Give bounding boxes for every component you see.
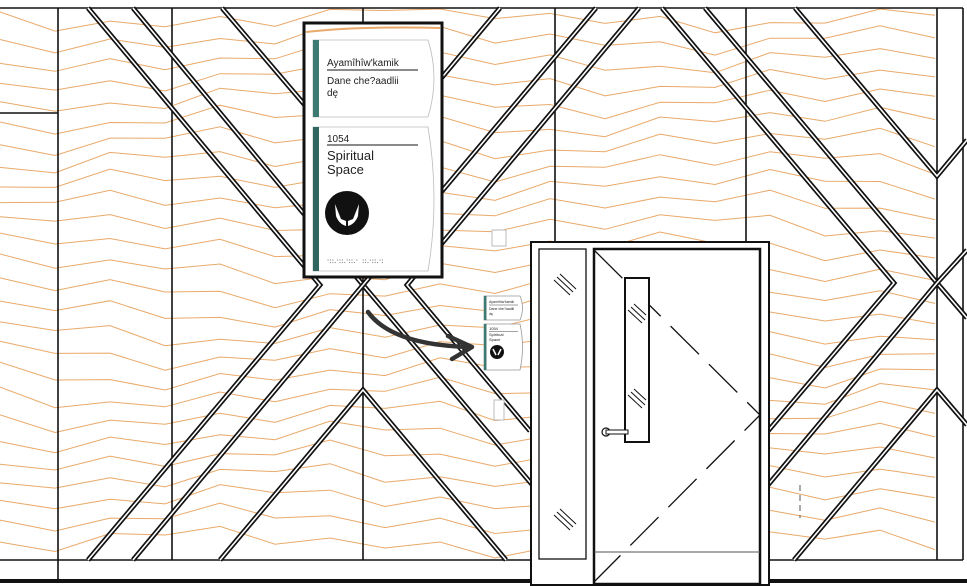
braille-dot <box>337 259 339 261</box>
braille-dot <box>381 259 383 261</box>
small-sign-line1: Ayamîhîw'kamik <box>489 300 514 304</box>
braille-dot <box>374 261 376 264</box>
braille-dot <box>365 261 367 264</box>
diagonal-reveals <box>86 6 967 562</box>
braille-dot <box>344 261 346 264</box>
wood-grain-line <box>0 40 936 74</box>
small-sign-line2b: dę <box>489 312 493 316</box>
braille-dot <box>349 259 351 261</box>
braille-dot <box>353 261 355 264</box>
braille-dot <box>349 261 351 264</box>
small-sign-room-number: 1054 <box>489 326 499 331</box>
wood-grain-pattern <box>0 8 936 559</box>
light-switch <box>491 229 507 247</box>
braille-dot <box>346 259 348 261</box>
diagonal-reveal-line <box>405 7 640 432</box>
wood-grain-line <box>0 214 936 246</box>
wood-grain-line <box>0 276 936 309</box>
braille-dot <box>374 259 376 261</box>
wood-grain-line <box>0 294 936 328</box>
door-handle <box>601 427 629 437</box>
small-sign-line2a: Dane che?aadlii <box>489 307 514 311</box>
braille-dot <box>362 259 364 261</box>
diagonal-reveal-line <box>792 386 967 562</box>
braille-dot <box>356 259 358 261</box>
braille-dot <box>372 261 374 264</box>
braille-dot <box>351 261 353 264</box>
diagonal-reveal-line <box>767 249 967 486</box>
braille-dot <box>332 259 334 261</box>
diagonal-reveal-line <box>219 388 507 561</box>
open-hands-icon <box>490 345 504 359</box>
braille-dot <box>362 261 364 264</box>
wood-grain-line <box>0 251 936 285</box>
diagonal-reveal-line <box>87 7 322 561</box>
wood-grain-line <box>0 104 936 138</box>
small-sign-name-b: Space <box>489 337 501 342</box>
sign-room-number: 1054 <box>327 134 350 145</box>
wood-grain-line <box>0 168 936 201</box>
braille-dot <box>381 261 383 264</box>
braille-dot <box>379 259 381 261</box>
sign-line2b: dę <box>327 88 339 99</box>
wood-grain-line <box>0 484 936 517</box>
door-leaf <box>592 247 762 586</box>
sign-line1: Ayamîhîw'kamik <box>327 58 400 69</box>
diagonal-reveal-line <box>794 7 967 178</box>
wood-grain-line <box>0 8 936 34</box>
vision-panel <box>624 277 650 443</box>
braille-dot <box>365 259 367 261</box>
callout-arrow <box>365 309 475 362</box>
sign-detail-callout: Ayamîhîw'kamik Dane che?aadlii dę 1054 S… <box>302 21 444 279</box>
wood-grain-line <box>0 151 936 183</box>
sign-room-name-a: Spiritual <box>327 148 374 163</box>
wood-grain-line <box>0 376 936 409</box>
diagonal-reveal-line <box>132 7 597 561</box>
wood-grain-line <box>0 126 936 160</box>
diagonal-reveal-line <box>793 6 967 180</box>
wood-grain-line <box>0 314 936 347</box>
wood-grain-line <box>0 231 936 265</box>
diagonal-reveal-line <box>793 388 967 561</box>
wood-grain-line <box>0 439 936 472</box>
wall-sign-small: Ayamîhîw'kamik Dane che?aadlii dę 1054 S… <box>483 295 523 371</box>
braille-dot <box>369 259 371 261</box>
braille-dot <box>332 261 334 264</box>
braille-dot <box>334 261 336 264</box>
sign-room-name-b: Space <box>327 162 364 177</box>
braille-dot <box>372 259 374 261</box>
braille-dot <box>377 261 379 264</box>
wood-grain-line <box>0 420 936 454</box>
open-hands-icon <box>325 191 369 235</box>
braille-dot <box>351 259 353 261</box>
wood-grain-line <box>0 463 936 496</box>
braille-dot <box>339 261 341 264</box>
wood-grain-line <box>0 502 936 535</box>
wall-control <box>493 399 505 421</box>
braille-dot <box>327 259 329 261</box>
braille-dot <box>339 259 341 261</box>
braille-dot <box>367 261 369 264</box>
braille-dots <box>327 259 383 264</box>
door-assembly <box>530 241 770 586</box>
braille-dot <box>341 261 343 264</box>
diagonal-reveal-line <box>661 7 896 432</box>
braille-dot <box>341 259 343 261</box>
sign-line2a: Dane che?aadlii <box>327 76 399 87</box>
wood-grain-line <box>0 357 936 391</box>
wood-grain-line <box>0 23 936 56</box>
sidelight <box>538 248 587 560</box>
small-sign-name-a: Spiritual <box>489 332 504 337</box>
braille-dot <box>329 261 331 264</box>
braille-dot <box>329 259 331 261</box>
